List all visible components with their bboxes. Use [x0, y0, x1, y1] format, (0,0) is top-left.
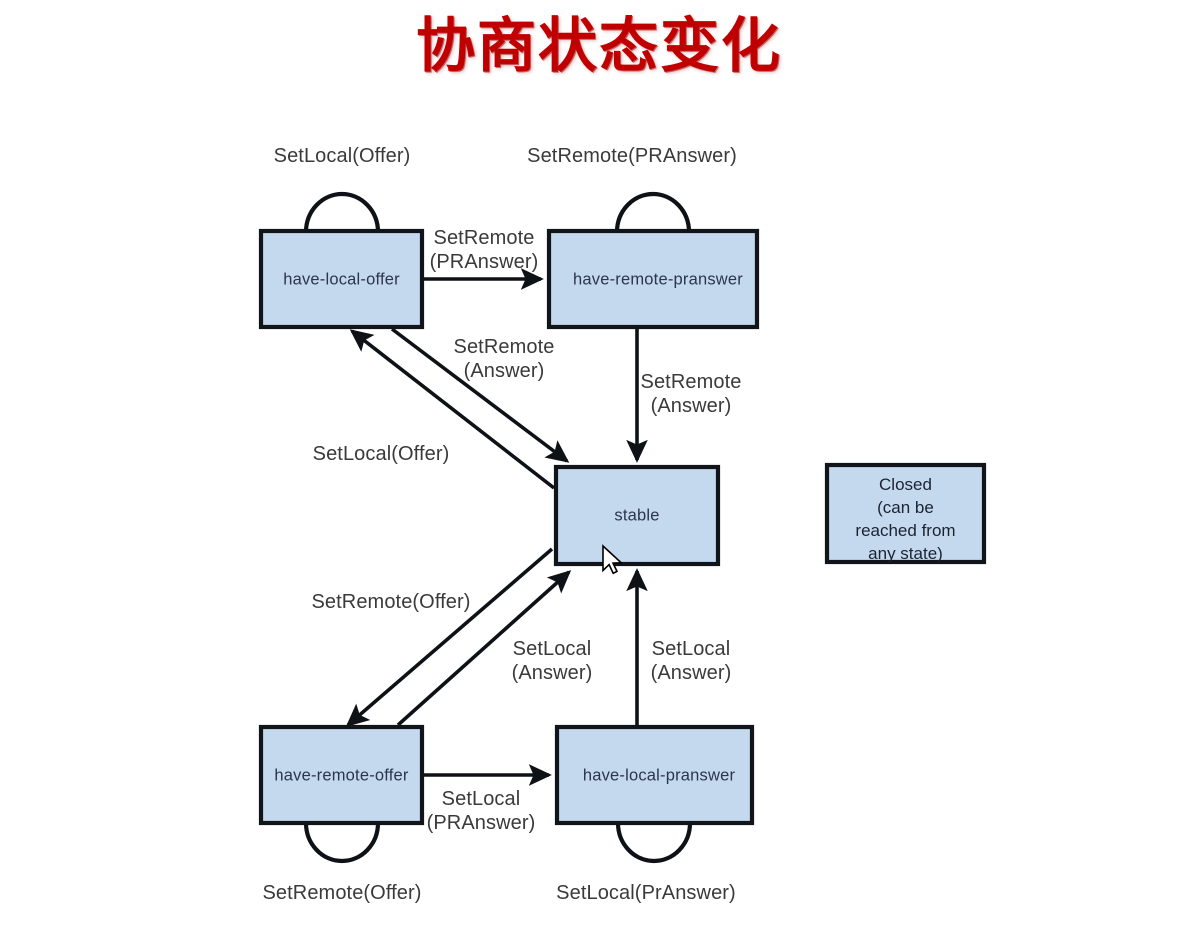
loop-arc-have-remote-offer — [303, 822, 381, 864]
state-node-have-local-offer[interactable]: have-local-offer — [258, 228, 425, 330]
edge-label-t6-line1: SetLocal — [513, 638, 592, 660]
state-node-have-remote-pranswer[interactable]: have-remote-pranswer — [546, 228, 760, 330]
edge-label-t6-line2: (Answer) — [512, 662, 593, 684]
transition-stable-to-have-remote-offer: SetRemote(Offer) — [311, 547, 554, 727]
loop-arc-have-local-pranswer — [615, 822, 693, 864]
edge-label-t7-line1: SetLocal — [652, 638, 731, 660]
loop-arc-have-local-offer — [303, 191, 381, 233]
edge-label-t8-line2: (PRAnswer) — [427, 812, 536, 834]
edge-label-t4-line1: SetLocal(Offer) — [313, 443, 450, 465]
transition-have-local-offer-to-stable: SetRemote (Answer) — [390, 327, 570, 463]
state-node-stable[interactable]: stable — [553, 464, 721, 567]
transition-have-local-pranswer-to-stable: SetLocal (Answer) — [626, 568, 732, 725]
edge-label-t7-line2: (Answer) — [651, 662, 732, 684]
self-loop-label-have-local-pranswer: SetLocal(PrAnswer) — [556, 882, 736, 904]
transition-have-remote-pranswer-to-stable: SetRemote (Answer) — [626, 327, 742, 463]
self-loop-have-local-offer: SetLocal(Offer) — [274, 145, 411, 233]
edge-label-t3-line1: SetRemote — [454, 336, 555, 358]
edge-line-t5 — [345, 547, 554, 727]
edge-line-t4 — [349, 329, 556, 490]
edge-label-t2-line1: SetRemote — [641, 371, 742, 393]
page-title: 协商状态变化 — [415, 13, 782, 79]
edge-line-t6 — [396, 570, 572, 727]
state-label-have-remote-pranswer: have-remote-pranswer — [573, 270, 743, 288]
edge-label-t1-line1: SetRemote — [434, 227, 535, 249]
closed-note-line-4: any state) — [868, 544, 943, 563]
state-label-have-local-offer: have-local-offer — [283, 270, 400, 288]
self-loop-label-have-local-offer: SetLocal(Offer) — [274, 145, 411, 167]
self-loop-label-have-remote-pranswer: SetRemote(PRAnswer) — [527, 145, 737, 167]
state-machine-diagram: SetLocal(Offer) SetRemote(PRAnswer) SetR… — [0, 105, 1198, 940]
mouse-pointer-icon — [602, 544, 624, 575]
closed-note-line-1: Closed — [879, 475, 932, 494]
state-label-have-local-pranswer: have-local-pranswer — [583, 766, 736, 784]
edge-label-t5-line1: SetRemote(Offer) — [311, 591, 470, 613]
state-box-stable[interactable] — [553, 464, 721, 567]
loop-arc-have-remote-pranswer — [614, 191, 692, 233]
self-loop-have-remote-offer: SetRemote(Offer) — [262, 822, 421, 904]
transition-stable-to-have-local-offer: SetLocal(Offer) — [313, 329, 556, 490]
state-node-have-local-pranswer[interactable]: have-local-pranswer — [554, 724, 755, 826]
state-box-have-local-pranswer[interactable] — [554, 724, 755, 826]
closed-note-line-3: reached from — [855, 521, 955, 540]
state-box-have-local-offer[interactable] — [258, 228, 425, 330]
state-box-closed[interactable] — [824, 462, 987, 565]
self-loop-have-local-pranswer: SetLocal(PrAnswer) — [556, 822, 736, 904]
state-box-have-remote-offer[interactable] — [258, 724, 425, 826]
edge-label-t2-line2: (Answer) — [651, 395, 732, 417]
transition-have-remote-offer-to-stable: SetLocal (Answer) — [396, 570, 593, 727]
self-loop-label-have-remote-offer: SetRemote(Offer) — [262, 882, 421, 904]
edge-label-t8-line1: SetLocal — [442, 788, 521, 810]
self-loop-have-remote-pranswer: SetRemote(PRAnswer) — [527, 145, 737, 233]
state-label-stable: stable — [614, 506, 659, 524]
edge-label-t3-line2: (Answer) — [464, 360, 545, 382]
state-label-have-remote-offer: have-remote-offer — [274, 766, 409, 784]
state-box-have-remote-pranswer[interactable] — [546, 228, 760, 330]
closed-state-note[interactable]: Closed (can be reached from any state) — [824, 462, 987, 565]
transition-have-local-offer-to-have-remote-pranswer: SetRemote (PRAnswer) — [415, 227, 544, 290]
edge-line-t3 — [390, 327, 570, 463]
closed-note-line-2: (can be — [877, 498, 934, 517]
edge-label-t1-line2: (PRAnswer) — [430, 251, 539, 273]
transition-have-remote-offer-to-have-local-pranswer: SetLocal (PRAnswer) — [415, 764, 552, 834]
state-node-have-remote-offer[interactable]: have-remote-offer — [258, 724, 425, 826]
